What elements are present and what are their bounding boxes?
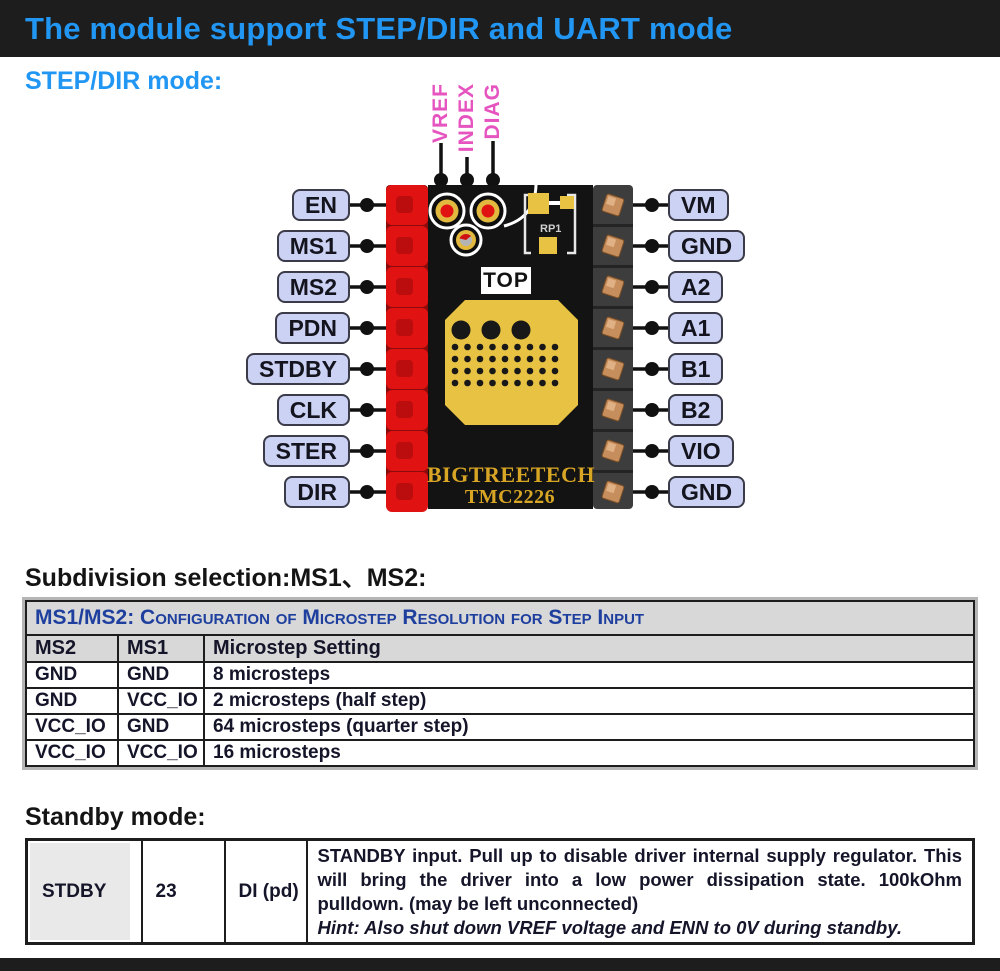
top-pin-label-vref: VREF — [429, 83, 452, 144]
standby-table: STDBY 23 DI (pd) STANDBY input. Pull up … — [25, 838, 975, 945]
page-title: The module support STEP/DIR and UART mod… — [25, 10, 733, 46]
pin-label-ms1: MS1 — [276, 230, 350, 262]
vref-pad — [428, 192, 466, 230]
pin-label-en: EN — [292, 189, 350, 221]
table-row: STDBY 23 DI (pd) STANDBY input. Pull up … — [25, 838, 975, 945]
description-text: STANDBY input. Pull up to disable driver… — [317, 845, 963, 914]
cell-pin-name: STDBY — [25, 838, 143, 945]
board-top-marking: TOP — [481, 267, 531, 294]
cell-ms2: VCC_IO — [25, 739, 119, 767]
pin-label-ster: STER — [262, 435, 350, 467]
diag-line-dot — [486, 173, 500, 187]
pin-label-right-vm-0: VM — [668, 189, 729, 221]
header-bar: The module support STEP/DIR and UART mod… — [0, 0, 1000, 57]
microstep-table-title: MS1/MS2: Configuration of Microstep Reso… — [25, 600, 975, 636]
pin-label-clk: CLK — [276, 394, 350, 426]
heatsink — [445, 300, 578, 425]
brand-model: TMC2226 — [464, 486, 556, 508]
board-brand-marking: BIGTREETECH TMC2226 — [427, 462, 596, 508]
cell-setting: 8 microsteps — [203, 661, 975, 689]
cell-ms2: VCC_IO — [25, 713, 119, 741]
pin-label-right-a1-3: A1 — [668, 312, 724, 344]
index-line-dot — [460, 173, 474, 187]
stdby-cell-shade — [30, 843, 130, 940]
standby-heading: Standby mode: — [25, 803, 206, 831]
index-pad — [449, 223, 483, 257]
description-hint: Hint: Also shut down VREF voltage and EN… — [317, 917, 902, 938]
pin-label-pdn: PDN — [275, 312, 350, 344]
pin-label-dir: DIR — [284, 476, 350, 508]
col-header-ms2: MS2 — [25, 634, 119, 663]
table-row: GND VCC_IO 2 microsteps (half step) — [25, 687, 975, 715]
cell-setting: 2 microsteps (half step) — [203, 687, 975, 715]
silkscreen-arc — [503, 184, 538, 228]
cell-ms2: GND — [25, 687, 119, 715]
col-header-ms1: MS1 — [117, 634, 205, 663]
pin-label-right-gnd-7: GND — [668, 476, 746, 508]
cell-pin-description: STANDBY input. Pull up to disable driver… — [305, 838, 975, 945]
top-pin-label-diag: DIAG — [481, 83, 504, 140]
diag-pad — [469, 192, 507, 230]
pin-label-right-b2-5: B2 — [668, 394, 724, 426]
cell-setting: 64 microsteps (quarter step) — [203, 713, 975, 741]
rp1-label: RP1 — [540, 223, 561, 235]
cell-ms1: VCC_IO — [117, 739, 205, 767]
footer-bar — [0, 958, 1000, 971]
cell-pin-number: 23 — [140, 838, 226, 945]
cell-ms1: VCC_IO — [117, 687, 205, 715]
heatsink-dots — [451, 320, 559, 387]
table-row: VCC_IO GND 64 microsteps (quarter step) — [25, 713, 975, 741]
pin-label-ms2: MS2 — [276, 271, 350, 303]
table-row: GND GND 8 microsteps — [25, 661, 975, 689]
col-header-setting: Microstep Setting — [203, 634, 975, 663]
cell-ms2: GND — [25, 661, 119, 689]
microstep-table: MS1/MS2: Configuration of Microstep Reso… — [25, 600, 975, 767]
table-row: VCC_IO VCC_IO 16 microsteps — [25, 739, 975, 767]
pin-label-right-b1-4: B1 — [668, 353, 724, 385]
cell-ms1: GND — [117, 713, 205, 741]
cell-pin-type: DI (pd) — [223, 838, 308, 945]
subdivision-heading: Subdivision selection:MS1、MS2: — [25, 564, 427, 592]
step-dir-mode-heading: STEP/DIR mode: — [25, 67, 223, 95]
rp1-component: RP1 — [523, 193, 577, 255]
pin-label-stdby: STDBY — [246, 353, 350, 385]
pin-label-right-a2-2: A2 — [668, 271, 724, 303]
pin-label-right-gnd-1: GND — [668, 230, 746, 262]
top-pin-label-index: INDEX — [455, 83, 478, 153]
pin-label-right-vio-6: VIO — [668, 435, 734, 467]
module-graphic: RP1 — [349, 141, 670, 512]
cell-setting: 16 microsteps — [203, 739, 975, 767]
cell-ms1: GND — [117, 661, 205, 689]
vref-line-dot — [434, 173, 448, 187]
brand-name: BIGTREETECH — [427, 462, 596, 487]
